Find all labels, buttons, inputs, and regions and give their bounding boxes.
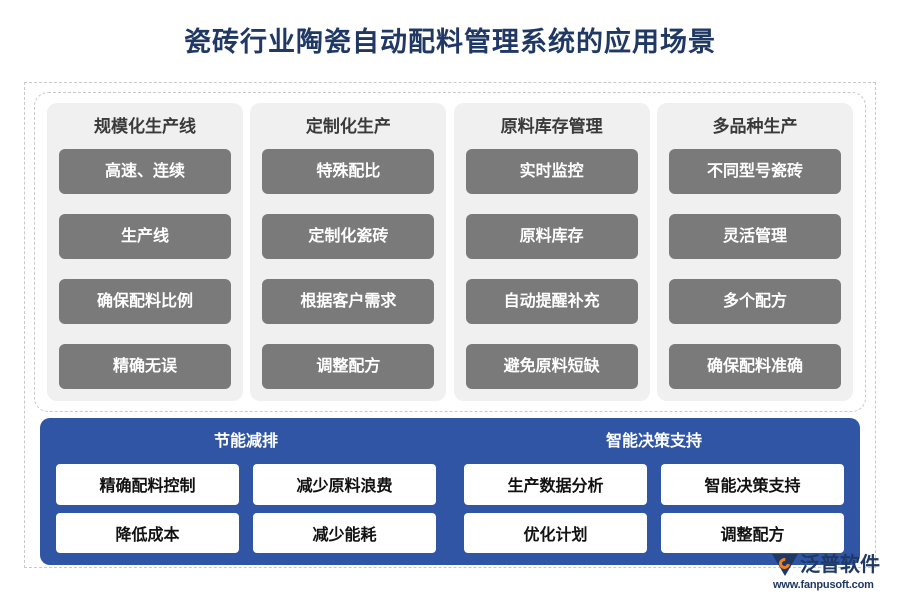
scenario-cell[interactable]: 不同型号瓷砖 [668,149,841,194]
scenario-column-3: 原料库存管理 实时监控 原料库存 自动提醒补充 避免原料短缺 [453,103,650,401]
scenario-cell[interactable]: 实时监控 [465,149,638,194]
scenario-cell[interactable]: 定制化瓷砖 [262,214,435,259]
highlight-item[interactable]: 调整配方 [661,512,844,553]
group-header: 智能决策支持 [605,433,702,450]
scenario-cell[interactable]: 灵活管理 [668,214,841,259]
highlight-item[interactable]: 智能决策支持 [661,464,844,505]
group-item-grid: 生产数据分析 智能决策支持 优化计划 调整配方 [464,464,844,553]
column-cell-list: 高速、连续 生产线 确保配料比例 精确无误 [59,149,231,389]
column-header: 多品种生产 [712,117,798,136]
scenario-column-1: 规模化生产线 高速、连续 生产线 确保配料比例 精确无误 [47,103,243,401]
group-item-grid: 精确配料控制 减少原料浪费 降低成本 减少能耗 [56,464,436,553]
scenario-cell[interactable]: 自动提醒补充 [465,279,638,324]
scenario-cell[interactable]: 精确无误 [59,344,231,389]
highlight-item[interactable]: 优化计划 [464,512,647,553]
column-cell-list: 不同型号瓷砖 灵活管理 多个配方 确保配料准确 [668,149,841,389]
highlight-item[interactable]: 生产数据分析 [464,464,647,505]
fanpu-logo-icon [772,554,798,576]
scenario-column-4: 多品种生产 不同型号瓷砖 灵活管理 多个配方 确保配料准确 [656,103,853,401]
column-header: 定制化生产 [305,117,391,136]
highlight-item[interactable]: 减少能耗 [253,512,436,553]
highlight-group-smart-decision: 智能决策支持 生产数据分析 智能决策支持 优化计划 调整配方 [464,428,844,553]
logo-brand-name: 泛普软件 [800,554,880,576]
scenario-cell[interactable]: 多个配方 [668,279,841,324]
highlight-item[interactable]: 精确配料控制 [56,464,239,505]
scenario-cell[interactable]: 避免原料短缺 [465,344,638,389]
scenario-cell[interactable]: 原料库存 [465,214,638,259]
column-cell-list: 特殊配比 定制化瓷砖 根据客户需求 调整配方 [262,149,435,389]
highlight-panel: 节能减排 精确配料控制 减少原料浪费 降低成本 减少能耗 智能决策支持 生产数据… [40,418,860,565]
group-header: 节能减排 [213,433,278,450]
logo-website-url: www.fanpusoft.com [773,579,874,591]
highlight-group-energy-saving: 节能减排 精确配料控制 减少原料浪费 降低成本 减少能耗 [56,428,436,553]
column-cell-list: 实时监控 原料库存 自动提醒补充 避免原料短缺 [465,149,638,389]
column-header: 原料库存管理 [500,117,603,136]
scenario-cell[interactable]: 生产线 [59,214,231,259]
brand-logo: 泛普软件 www.fanpusoft.com [772,552,894,594]
outer-dashed-frame [24,82,876,568]
scenario-cell[interactable]: 高速、连续 [59,149,231,194]
highlight-item[interactable]: 降低成本 [56,512,239,553]
scenario-cell[interactable]: 特殊配比 [262,149,435,194]
highlight-item[interactable]: 减少原料浪费 [253,464,436,505]
scenario-cell[interactable]: 根据客户需求 [262,279,435,324]
triangle-shape [772,554,798,576]
scenario-columns-container: 规模化生产线 高速、连续 生产线 确保配料比例 精确无误 定制化生产 特殊配比 … [34,92,866,412]
scenario-cell[interactable]: 确保配料比例 [59,279,231,324]
logo-row: 泛普软件 [772,552,894,578]
scenario-column-2: 定制化生产 特殊配比 定制化瓷砖 根据客户需求 调整配方 [250,103,447,401]
scenario-cell[interactable]: 确保配料准确 [668,344,841,389]
page-title: 瓷砖行业陶瓷自动配料管理系统的应用场景 [184,27,716,57]
scenario-cell[interactable]: 调整配方 [262,344,435,389]
column-header: 规模化生产线 [94,117,196,136]
